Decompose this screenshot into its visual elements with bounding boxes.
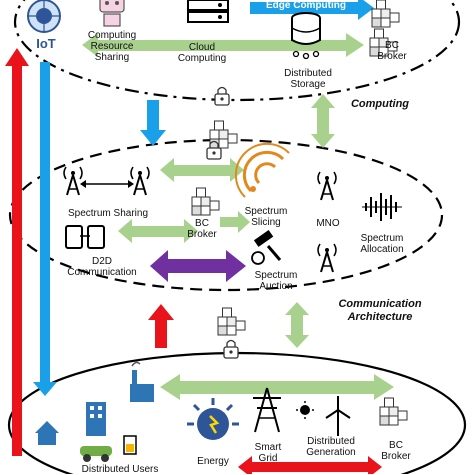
edge-computing-arrow [250, 0, 374, 20]
mno-label: MNO [316, 218, 340, 229]
distributed-generation-label: Distributed Generation [306, 436, 356, 458]
tower-icon [317, 171, 337, 201]
solar-icon [296, 401, 314, 419]
smart-grid-label: Smart Grid [254, 442, 282, 464]
green-horizontal-arrow-3 [220, 211, 250, 233]
d2d-label: D2D Communication [67, 256, 137, 278]
antenna-icon [63, 166, 83, 196]
red-up-arrow-2 [148, 304, 174, 348]
tablet-icon [65, 225, 105, 249]
cubes-icon [371, 0, 400, 28]
computing-resource-sharing-label: Computing Resource Sharing [87, 30, 137, 63]
lock-chain-icon [209, 120, 238, 149]
iot-label: IoT [36, 36, 56, 51]
cubes-icon [379, 397, 408, 426]
spectrum-sharing-label: Spectrum Sharing [67, 208, 149, 219]
lock-chain-icon [214, 86, 230, 106]
bottom-bc-broker-label: BC Broker [381, 440, 411, 462]
green-vertical-arrow-1 [311, 94, 335, 148]
spectrum-auction-label: Spectrum Auction [254, 270, 298, 292]
wind-icon [325, 396, 351, 436]
red-up-arrow [5, 48, 29, 456]
blue-down-arrow-2 [140, 100, 166, 146]
cubes-icon [191, 187, 220, 216]
spectrum-slicing-label: Spectrum Slicing [244, 206, 288, 228]
top-bc-broker-label: BC Broker [377, 40, 407, 62]
computing-layer-label: Computing [350, 98, 410, 110]
top-green-arrow [82, 33, 364, 57]
server-icon [187, 0, 229, 23]
factory-icon [130, 361, 154, 402]
pylon-icon [253, 387, 281, 433]
bottom-green-arrow [160, 374, 394, 400]
bulb-icon [187, 398, 239, 440]
battery-icon [123, 435, 137, 455]
robot-icon [99, 0, 125, 27]
green-vertical-arrow-2 [285, 302, 309, 348]
tower-icon [317, 243, 337, 273]
waveform-icon [362, 193, 402, 221]
house-icon [35, 421, 59, 445]
communication-layer-label: Communication Architecture [338, 298, 422, 323]
distributed-users-label: Distributed Users [81, 464, 159, 475]
gavel-icon [251, 230, 282, 265]
green-horizontal-arrow-1 [160, 158, 244, 182]
computing-ring [13, 0, 461, 102]
car-icon [80, 446, 112, 462]
database-icon [291, 12, 321, 60]
lock-chain-icon [217, 307, 246, 336]
distributed-storage-label: Distributed Storage [284, 68, 332, 90]
middle-bc-broker-label: BC Broker [187, 218, 217, 240]
building-icon [86, 402, 106, 436]
spectrum-allocation-label: Spectrum Allocation [360, 233, 404, 255]
radar-icon [234, 142, 290, 198]
purple-double-arrow [150, 250, 246, 282]
green-horizontal-arrow-2 [118, 219, 198, 243]
energy-label: Energy [197, 456, 229, 467]
globe-gear-icon [27, 0, 61, 33]
blue-down-arrow [33, 62, 57, 396]
edge-computing-label: Edge Computing [266, 0, 346, 11]
cloud-computing-label: Cloud Computing [177, 42, 227, 64]
antenna-icon [130, 166, 150, 196]
lock-chain-icon [223, 339, 239, 359]
double-arrow [80, 180, 134, 188]
bottom-red-arrow [238, 456, 382, 474]
